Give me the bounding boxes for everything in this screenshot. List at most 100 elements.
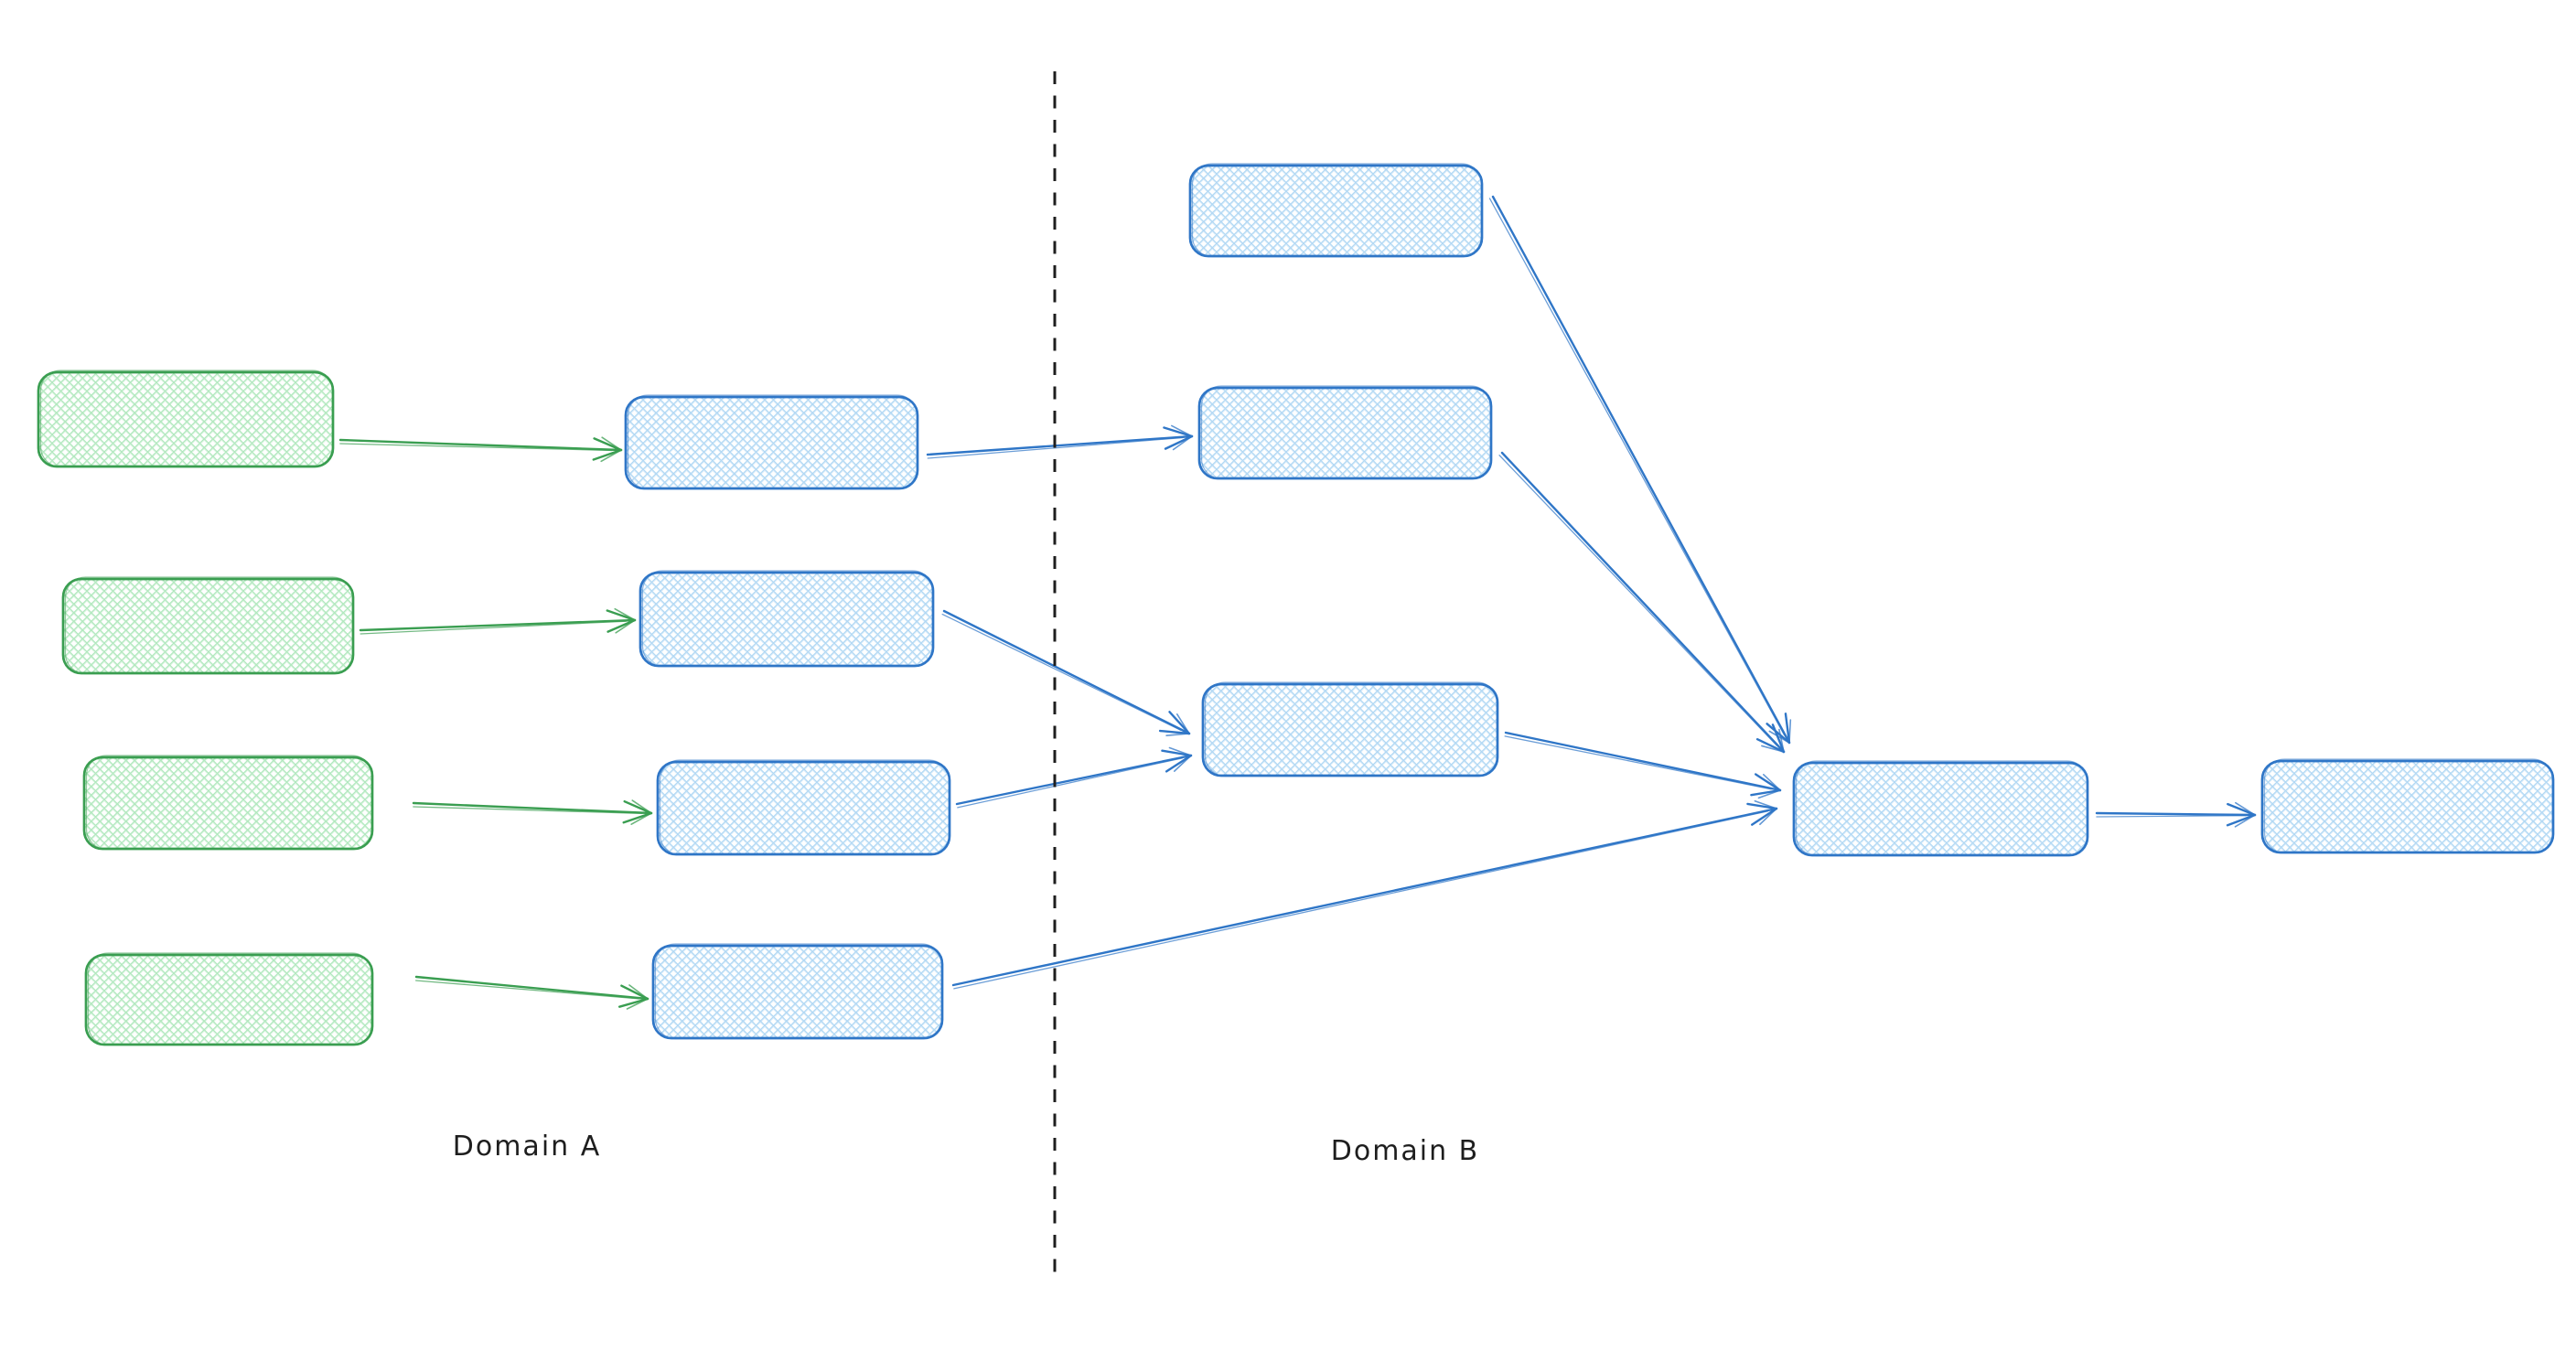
edge-line-echo [360, 620, 627, 635]
node-outline-echo [1204, 681, 1498, 777]
edge-arrowhead [1778, 728, 1785, 753]
domain-a-source-3 [82, 755, 374, 851]
edge-arrowhead [2235, 801, 2256, 816]
edge-arrowhead [626, 998, 649, 1010]
domain-a-source-4 [84, 952, 374, 1046]
edge-arrowhead [1168, 711, 1191, 735]
node-outline-echo [627, 394, 918, 490]
edge-b-top-to-b-hub [1488, 195, 1792, 745]
edge-b-hub-to-b-output [2095, 801, 2257, 828]
edge-arrowhead [606, 609, 637, 622]
edge-arrowhead [614, 607, 636, 621]
node-outline [1197, 386, 1493, 480]
edge-arrowhead [631, 799, 652, 814]
node-outline-echo [641, 570, 934, 668]
node-outline [656, 760, 951, 856]
edge-arrowhead [1746, 802, 1778, 810]
edge-a-node-2-to-b-middle [941, 609, 1191, 736]
node-outline-echo [1795, 760, 2088, 857]
node-outline [639, 571, 935, 668]
edge-arrowhead [618, 997, 649, 1008]
edge-line [359, 618, 637, 632]
edge-arrowhead [592, 448, 623, 461]
edge-arrowhead [1164, 434, 1194, 450]
edge-arrowhead [1172, 435, 1193, 451]
node-outline [84, 953, 374, 1046]
edge-arrowhead [2227, 802, 2257, 817]
node-outline-echo [659, 759, 950, 856]
edge-arrowhead [1763, 774, 1781, 791]
domain-a-label: Domain A [453, 1131, 601, 1163]
edge-arrowhead [2226, 813, 2257, 827]
edge-line [942, 609, 1191, 735]
node-outline [624, 395, 919, 490]
node-outline [651, 944, 944, 1040]
edge-line [1491, 195, 1791, 745]
edge-a-source-4-to-a-node-4 [414, 975, 649, 1010]
edge-line [338, 438, 623, 452]
edge-arrowhead [1175, 713, 1190, 734]
node-outline-echo [85, 755, 373, 851]
domain-b-hub [1792, 760, 2089, 857]
edge-line-echo [414, 980, 639, 1000]
edge-arrowhead [628, 984, 649, 1000]
edge-arrowhead [620, 984, 649, 1001]
edge-arrowhead [1768, 730, 1790, 744]
domain-a-source-1 [37, 370, 335, 468]
edge-arrowhead [1761, 745, 1785, 753]
edge-b-middle-to-b-hub [1504, 731, 1782, 799]
domain-b-node-middle [1201, 681, 1499, 777]
edge-arrowhead [1759, 808, 1777, 826]
node-outline [1188, 164, 1484, 258]
nodes-layer [37, 163, 2555, 1046]
edge-arrowhead [1171, 424, 1193, 437]
domain-a-source-2 [61, 576, 355, 675]
edge-line [926, 434, 1194, 456]
domain-a-node-3 [656, 759, 951, 856]
edge-line [414, 975, 649, 1001]
node-outline-echo [2263, 758, 2554, 854]
edge-arrowhead [1754, 773, 1782, 792]
edge-a-source-1-to-a-node-1 [338, 436, 623, 463]
edge-arrowhead [601, 436, 622, 451]
edge-arrowhead [606, 618, 637, 633]
domain-b-node-upper [1197, 385, 1493, 480]
edge-a-source-2-to-a-node-2 [359, 607, 637, 635]
edge-line-echo [339, 443, 613, 452]
node-outline [61, 577, 355, 675]
edge-arrowhead [1754, 799, 1777, 809]
edge-arrowhead [1755, 738, 1786, 754]
edge-line-echo [1488, 198, 1786, 736]
edge-arrowhead [1158, 729, 1191, 735]
edge-arrowhead [2234, 814, 2256, 828]
edge-b-upper-to-b-hub [1498, 451, 1786, 754]
edge-line [1500, 451, 1786, 754]
edge-line [951, 807, 1778, 987]
edge-arrowhead [1750, 788, 1782, 797]
edge-arrowhead [1751, 807, 1778, 826]
edge-line-echo [1504, 735, 1772, 790]
domain-b-node-top [1188, 163, 1484, 258]
edge-arrowhead [1161, 749, 1193, 757]
edge-line [2095, 811, 2257, 817]
edge-line-echo [957, 757, 1184, 809]
domain-a-node-4 [651, 943, 944, 1040]
node-outline [1201, 682, 1499, 777]
edge-arrowhead [1173, 755, 1192, 772]
node-outline-echo [1191, 163, 1483, 258]
edge-arrowhead [1788, 719, 1792, 744]
domain-a-node-2 [639, 570, 935, 668]
node-outline-echo [87, 952, 373, 1046]
edge-arrowhead [1766, 723, 1791, 745]
edge-a-node-4-to-b-hub [951, 799, 1778, 990]
edge-arrowhead [1168, 746, 1192, 756]
edge-arrowhead [1163, 426, 1194, 438]
edge-a-source-3-to-a-node-3 [412, 799, 653, 825]
edges-layer [338, 195, 2257, 1010]
edge-arrowhead [623, 799, 653, 815]
edge-a-node-3-to-b-middle [955, 746, 1193, 809]
edge-arrowhead [1165, 733, 1190, 736]
edge-a-node-1-to-b-upper [926, 424, 1194, 459]
